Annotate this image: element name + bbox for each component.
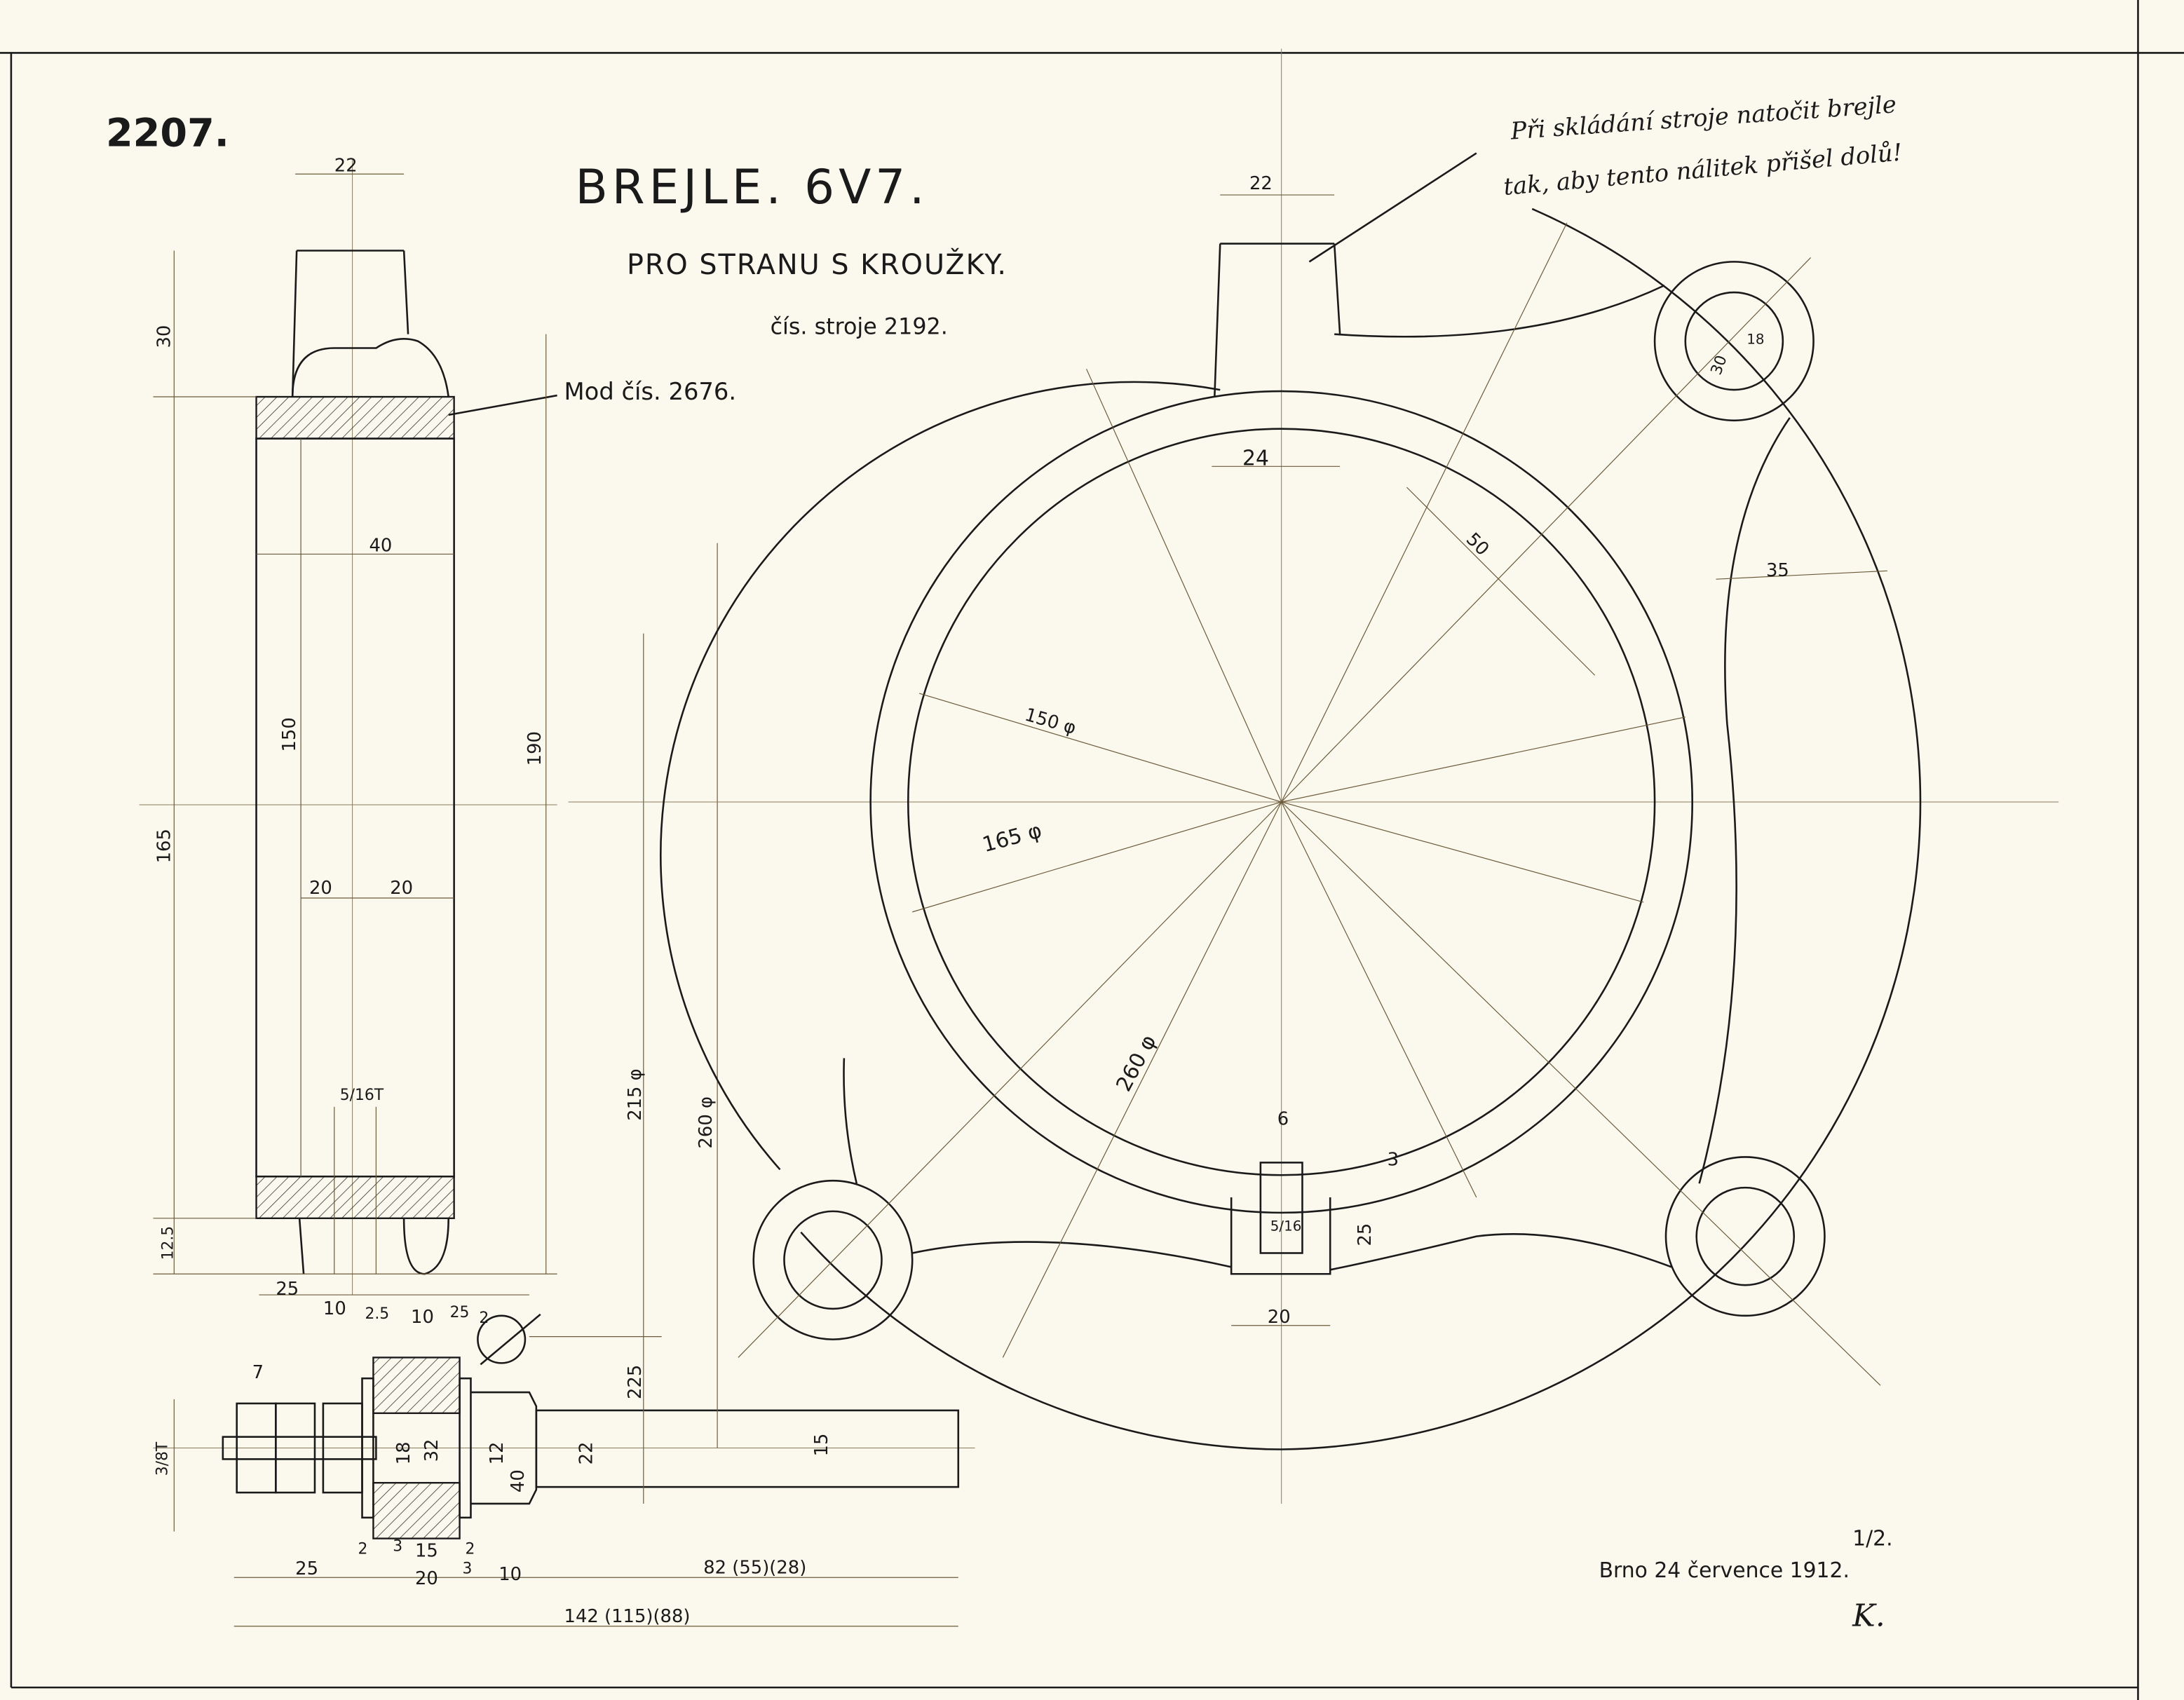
svg-text:25: 25 [276,1279,299,1300]
svg-text:25: 25 [295,1558,318,1579]
svg-text:225: 225 [625,1365,646,1399]
svg-text:30: 30 [154,325,175,348]
svg-text:82 (55)(28): 82 (55)(28) [703,1557,806,1578]
svg-text:3/8T: 3/8T [154,1441,171,1476]
svg-text:25: 25 [1355,1223,1376,1246]
svg-text:6: 6 [1277,1109,1289,1130]
side-view [139,160,557,1296]
svg-text:40: 40 [508,1469,529,1492]
side-view-dimensions: 22 30 40 150 190 165 20 20 5/16T 12.5 25… [154,155,545,1327]
svg-text:20: 20 [390,878,413,899]
drawing-number: 2207. [106,111,229,156]
drawing-title: BREJLE. 6V7. [575,159,928,215]
svg-text:7: 7 [252,1362,264,1383]
shaft-dimensions: 7 3/8T 18 32 12 40 22 15 225 215 φ 260 φ… [154,1068,832,1626]
svg-text:3: 3 [463,1560,473,1577]
machine-number: čís. stroje 2192. [771,315,948,340]
svg-text:260 φ: 260 φ [1111,1031,1161,1096]
svg-text:2: 2 [466,1540,475,1558]
svg-text:12: 12 [487,1441,508,1464]
svg-text:15: 15 [415,1540,438,1561]
assembly-note: Při skládání stroje natočit brejle tak, … [1308,90,1904,263]
svg-text:215 φ: 215 φ [625,1068,646,1121]
drawing-subtitle: PRO STRANU S KROUŽKY. [627,248,1008,281]
svg-text:35: 35 [1766,560,1789,581]
svg-text:165: 165 [154,829,175,863]
svg-text:3: 3 [393,1537,402,1555]
signature: K. [1852,1598,1885,1634]
svg-text:22: 22 [1249,173,1273,194]
svg-text:165 φ: 165 φ [980,818,1045,857]
svg-text:10: 10 [323,1298,346,1319]
svg-text:150: 150 [279,717,300,752]
front-view [568,48,2059,1504]
svg-text:5/16T: 5/16T [340,1087,384,1104]
svg-text:5/16: 5/16 [1270,1218,1302,1235]
scale: 1/2. [1852,1527,1892,1551]
svg-text:190: 190 [524,731,545,766]
model-number: Mod čís. 2676. [564,378,737,405]
svg-text:40: 40 [369,535,392,556]
svg-text:32: 32 [421,1439,442,1462]
svg-text:tak, aby tento nálitek přišel: tak, aby tento nálitek přišel dolů! [1503,138,1904,200]
svg-text:10: 10 [411,1307,434,1328]
svg-text:2: 2 [479,1310,489,1327]
svg-text:30: 30 [1708,353,1731,378]
svg-text:3: 3 [1388,1149,1399,1170]
svg-text:12.5: 12.5 [159,1226,177,1260]
svg-text:25: 25 [450,1304,470,1321]
svg-text:24: 24 [1242,446,1269,470]
svg-text:2.5: 2.5 [365,1305,389,1323]
svg-text:142 (115)(88): 142 (115)(88) [564,1606,691,1627]
svg-text:50: 50 [1462,529,1493,559]
shaft-assembly [153,543,975,1627]
svg-text:2: 2 [358,1540,368,1558]
svg-text:150 φ: 150 φ [1022,705,1078,739]
svg-text:20: 20 [309,878,332,899]
place-date: Brno 24 července 1912. [1599,1558,1850,1583]
svg-text:22: 22 [334,155,358,176]
svg-text:Při skládání stroje natočit br: Při skládání stroje natočit brejle [1509,90,1897,144]
front-view-dimensions: 22 24 50 35 150 φ 165 φ 260 φ 30 18 6 3 … [980,173,1789,1328]
svg-text:18: 18 [1746,332,1764,348]
svg-text:10: 10 [498,1564,522,1585]
svg-text:18: 18 [393,1441,414,1464]
svg-text:15: 15 [811,1434,832,1457]
svg-text:20: 20 [1268,1307,1291,1328]
svg-text:22: 22 [576,1441,597,1464]
svg-text:20: 20 [415,1568,438,1589]
svg-text:260 φ: 260 φ [696,1096,717,1149]
